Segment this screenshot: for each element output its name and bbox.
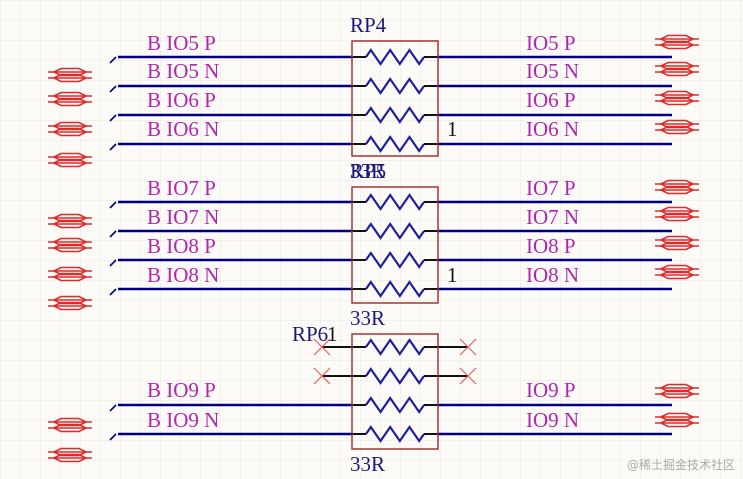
port-symbol	[655, 34, 699, 50]
net-label-left: B IO8 P	[147, 234, 216, 258]
net-label-left: B IO7 N	[147, 205, 219, 229]
net-label-left: B IO5 N	[147, 59, 219, 83]
resistor-array-body	[351, 186, 439, 304]
rp6-pin1-marker: 1	[327, 322, 338, 346]
resistor-zigzag	[365, 338, 425, 356]
net-wire-tail	[109, 56, 117, 64]
net-label-right: IO8 P	[526, 234, 576, 258]
port-symbol	[655, 119, 699, 135]
rp5-designator: RP5	[350, 159, 386, 183]
net-wire-tail	[109, 404, 117, 412]
port-symbol	[48, 121, 92, 137]
no-connect-mark	[459, 367, 477, 385]
rp5-pin1-marker: 1	[447, 263, 458, 287]
port-symbol	[655, 383, 699, 399]
port-symbol	[655, 412, 699, 428]
net-label-left: B IO6 N	[147, 117, 219, 141]
resistor-zigzag	[365, 425, 425, 443]
resistor-zigzag	[365, 193, 425, 211]
net-wire-tail	[109, 433, 117, 441]
net-wire-tail	[109, 259, 117, 267]
watermark: @稀土掘金技术社区	[627, 457, 735, 472]
rp4-designator: RP4	[350, 13, 387, 37]
port-symbol	[655, 235, 699, 251]
no-connect-mark	[459, 338, 477, 356]
net-wire-tail	[109, 230, 117, 238]
rp5-value: 33R	[350, 306, 385, 330]
port-symbol	[48, 295, 92, 311]
resistor-zigzag	[365, 280, 425, 298]
port-symbol	[655, 90, 699, 106]
no-connect-mark	[313, 338, 331, 356]
rp6-value: 33R	[350, 452, 385, 476]
net-label-left: B IO8 N	[147, 263, 219, 287]
resistor-zigzag	[365, 367, 425, 385]
resistor-zigzag	[365, 106, 425, 124]
net-wire-tail	[109, 288, 117, 296]
net-label-left: B IO9 P	[147, 378, 216, 402]
net-label-left: B IO7 P	[147, 176, 216, 200]
port-symbol	[655, 264, 699, 280]
rp4-pin1-marker: 1	[447, 117, 458, 141]
rp6-designator: RP6	[292, 322, 328, 346]
net-label-right: IO6 P	[526, 88, 576, 112]
rp4-value-overlap: 33R	[350, 159, 385, 183]
net-wire-tail	[109, 201, 117, 209]
net-label-right: IO9 P	[526, 378, 576, 402]
resistor-zigzag	[365, 48, 425, 66]
port-symbol	[48, 91, 92, 107]
port-symbol	[655, 61, 699, 77]
net-label-right: IO5 N	[526, 59, 579, 83]
resistor-zigzag	[365, 396, 425, 414]
net-wire-tail	[109, 143, 117, 151]
port-symbol	[48, 213, 92, 229]
net-label-left: B IO5 P	[147, 31, 216, 55]
port-symbol	[48, 237, 92, 253]
port-symbol	[48, 152, 92, 168]
no-connect-mark	[313, 367, 331, 385]
resistor-zigzag	[365, 222, 425, 240]
resistor-zigzag	[365, 251, 425, 269]
resistor-zigzag	[365, 135, 425, 153]
resistor-zigzag	[365, 77, 425, 95]
net-label-left: B IO9 N	[147, 408, 219, 432]
net-label-left: B IO6 P	[147, 88, 216, 112]
net-label-right: IO9 N	[526, 408, 579, 432]
port-symbol	[48, 417, 92, 433]
port-symbol	[655, 179, 699, 195]
resistor-array-body	[351, 333, 439, 450]
resistor-array-body	[351, 40, 439, 157]
port-symbol	[48, 266, 92, 282]
port-symbol	[48, 67, 92, 83]
net-wire-tail	[109, 114, 117, 122]
port-symbol	[48, 447, 92, 463]
net-wire-tail	[109, 85, 117, 93]
net-label-right: IO7 N	[526, 205, 579, 229]
net-label-right: IO7 P	[526, 176, 576, 200]
net-label-right: IO5 P	[526, 31, 576, 55]
net-label-right: IO8 N	[526, 263, 579, 287]
net-label-right: IO6 N	[526, 117, 579, 141]
port-symbol	[655, 206, 699, 222]
